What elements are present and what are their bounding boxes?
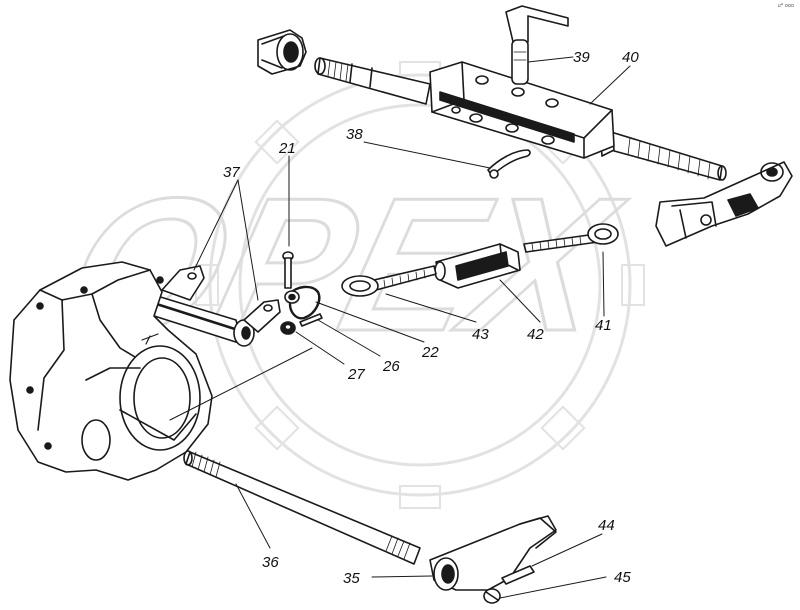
- leader-lines: [169, 56, 631, 599]
- callout-42: 42: [527, 326, 544, 343]
- callout-38: 38: [346, 126, 363, 143]
- callout-45: 45: [614, 569, 631, 586]
- shackle-22: [284, 285, 321, 320]
- callout-21: 21: [279, 140, 296, 157]
- callout-27: 27: [348, 366, 365, 383]
- callout-44: 44: [598, 517, 615, 534]
- callout-40: 40: [622, 49, 639, 66]
- eye-bolt-41: [523, 223, 619, 253]
- split-pin-part: [487, 149, 531, 179]
- l-pin-part: [505, 5, 569, 85]
- callout-37: 37: [223, 164, 240, 181]
- corner-mark: u* ooo: [777, 3, 794, 9]
- upper-link-assembly: [314, 57, 727, 181]
- callout-39: 39: [573, 49, 590, 66]
- callout-35: 35: [343, 570, 360, 587]
- clevis-fork-part: [655, 161, 793, 247]
- callout-36: 36: [262, 554, 279, 571]
- nut-27: [280, 321, 296, 335]
- threaded-rod-36: [183, 450, 421, 565]
- callout-26: 26: [383, 358, 400, 375]
- callout-22: 22: [422, 344, 439, 361]
- bushing-part: [257, 29, 307, 75]
- bracket-shaft-37: [142, 265, 281, 347]
- callout-41: 41: [595, 317, 612, 334]
- pin-26: [299, 313, 323, 327]
- eye-bolt-43: [341, 265, 437, 297]
- callout-43: 43: [472, 326, 489, 343]
- rod-end-joint: [429, 515, 557, 604]
- bolt-21: [282, 251, 294, 289]
- hitch-housing: [9, 261, 213, 481]
- turnbuckle-nut-42: [434, 243, 521, 289]
